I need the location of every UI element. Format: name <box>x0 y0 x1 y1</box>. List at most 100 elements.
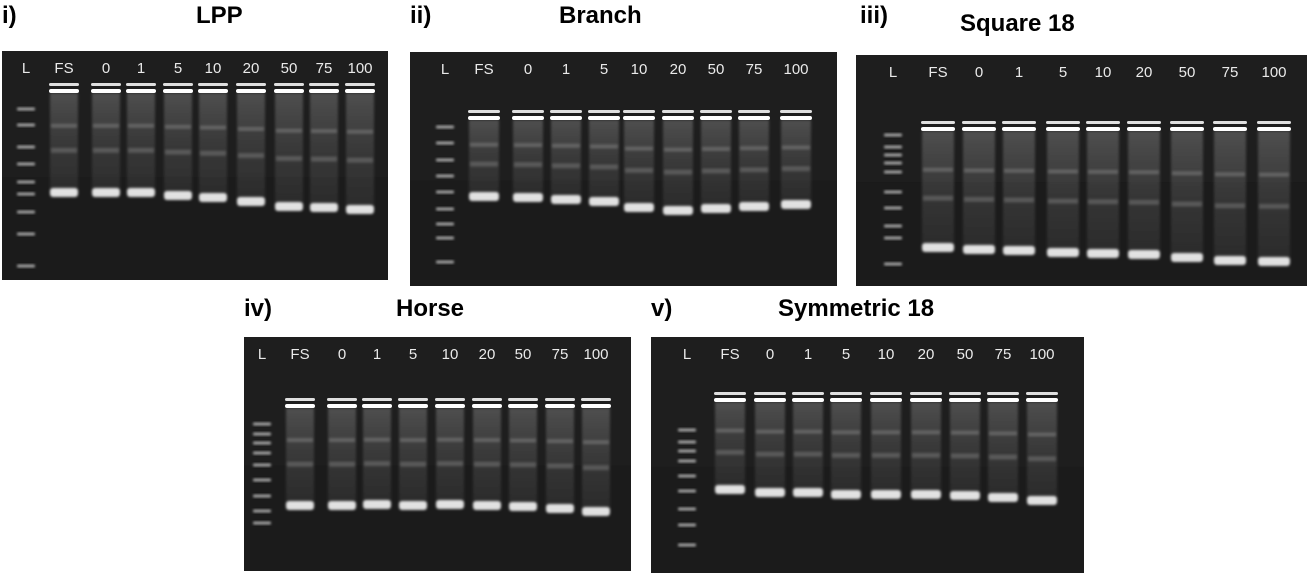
lane-smear <box>346 93 374 209</box>
lane-label: FS <box>928 64 947 81</box>
well-top <box>1127 121 1161 124</box>
well <box>550 116 582 120</box>
lane-label: 1 <box>373 346 381 363</box>
lane-label: 20 <box>1136 64 1153 81</box>
faint-band <box>400 438 426 443</box>
well-top <box>236 83 266 86</box>
lane-smear <box>715 402 745 489</box>
faint-band <box>437 437 463 442</box>
well-top <box>870 392 902 395</box>
lane-smear <box>546 408 574 508</box>
well-top <box>700 110 732 113</box>
faint-band <box>964 196 994 202</box>
ladder-band <box>436 190 454 194</box>
well <box>309 89 339 93</box>
well-top <box>91 83 121 86</box>
ladder-band <box>436 236 454 240</box>
lane-label: L <box>683 346 691 363</box>
main-band <box>871 490 901 499</box>
faint-band <box>590 144 618 149</box>
main-band <box>1214 256 1246 265</box>
lane-label: 100 <box>583 346 608 363</box>
lane-smear <box>473 408 501 505</box>
well-top <box>921 121 955 124</box>
lane-smear <box>911 402 941 494</box>
faint-band <box>437 461 463 467</box>
well-top <box>623 110 655 113</box>
lane-label: 20 <box>479 346 496 363</box>
well <box>362 404 392 408</box>
well <box>1257 127 1291 131</box>
well-top <box>468 110 500 113</box>
lane-smear <box>1171 131 1203 257</box>
lane-label: 20 <box>918 346 935 363</box>
well <box>588 116 620 120</box>
faint-band <box>514 143 542 148</box>
faint-band <box>470 142 498 147</box>
well <box>738 116 770 120</box>
faint-band <box>311 156 337 162</box>
ladder-band <box>253 422 271 426</box>
lane-label: 100 <box>783 61 808 78</box>
lane-label: 10 <box>205 60 222 77</box>
panel-index: iv) <box>244 295 273 322</box>
ladder-band <box>253 478 271 482</box>
lane-label: 5 <box>1059 64 1067 81</box>
panel-title: Horse <box>396 295 465 322</box>
well <box>987 398 1019 402</box>
lane-label: FS <box>720 346 739 363</box>
faint-band <box>794 451 822 457</box>
lane-smear <box>164 93 192 195</box>
well <box>472 404 502 408</box>
faint-band <box>964 168 994 173</box>
faint-band <box>547 463 573 469</box>
ladder-band <box>17 210 35 214</box>
faint-band <box>583 440 609 445</box>
faint-band <box>200 125 226 130</box>
lane-label: 75 <box>552 346 569 363</box>
faint-band <box>364 437 390 442</box>
ladder-band <box>884 262 902 266</box>
panel-index: ii) <box>410 2 432 29</box>
lane-smear <box>1027 402 1057 500</box>
well <box>126 89 156 93</box>
faint-band <box>1028 456 1056 462</box>
well-top <box>163 83 193 86</box>
main-band <box>473 501 501 510</box>
faint-band <box>51 123 77 128</box>
ladder-band <box>678 440 696 444</box>
lane-label: 75 <box>995 346 1012 363</box>
lane-smear <box>469 120 499 196</box>
ladder-band <box>678 474 696 478</box>
well-top <box>1257 121 1291 124</box>
ladder-band <box>884 206 902 210</box>
main-band <box>509 502 537 511</box>
well-top <box>714 392 746 395</box>
lane-smear <box>328 408 356 505</box>
lane-smear <box>509 408 537 506</box>
faint-band <box>1004 168 1034 173</box>
well <box>345 89 375 93</box>
faint-band <box>347 157 373 163</box>
well-top <box>780 110 812 113</box>
faint-band <box>276 128 302 133</box>
well-top <box>1002 121 1036 124</box>
ladder-band <box>436 222 454 226</box>
lane-smear <box>922 131 954 247</box>
ladder-band <box>678 507 696 511</box>
main-band <box>199 193 227 202</box>
lane-smear <box>831 402 861 494</box>
main-band <box>50 188 78 197</box>
well-top <box>126 83 156 86</box>
lane-smear <box>1128 131 1160 254</box>
well-top <box>662 110 694 113</box>
main-band <box>663 206 693 215</box>
lane-smear <box>127 93 155 192</box>
faint-band <box>912 430 940 435</box>
faint-band <box>347 129 373 134</box>
faint-band <box>590 164 618 170</box>
faint-band <box>989 454 1017 460</box>
lane-label: 50 <box>957 346 974 363</box>
